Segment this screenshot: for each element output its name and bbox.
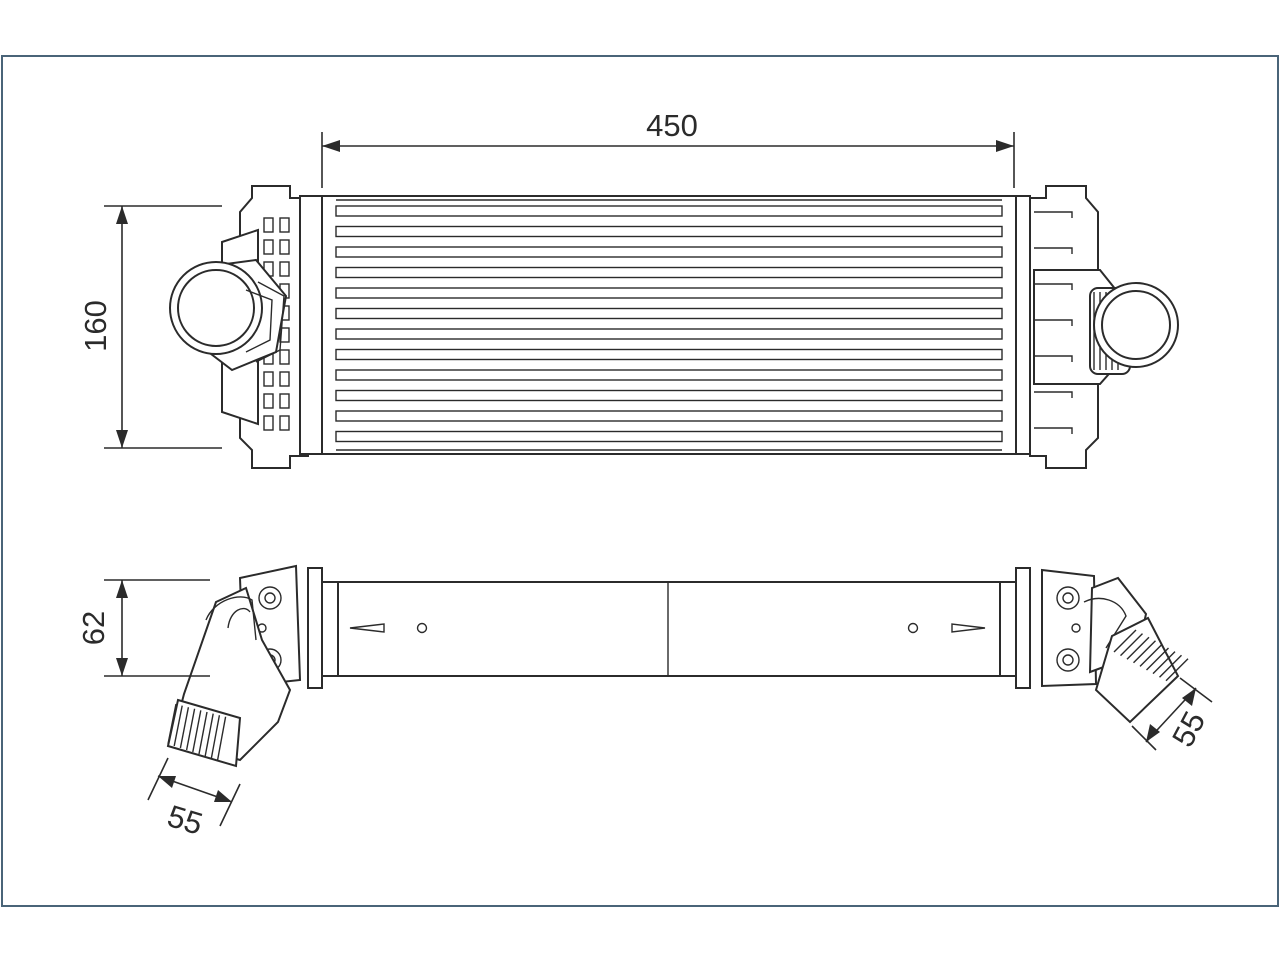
right-tank-slots bbox=[1034, 211, 1073, 434]
dimension-height-label: 160 bbox=[78, 300, 113, 352]
left-pipe-end bbox=[169, 258, 288, 372]
dimension-62: 62 bbox=[76, 579, 210, 677]
dimension-450: 450 bbox=[321, 108, 1015, 188]
side-core bbox=[335, 581, 1013, 677]
side-left-tank bbox=[166, 564, 339, 768]
dimension-depth-label: 62 bbox=[76, 611, 111, 645]
core-outline bbox=[321, 195, 1017, 455]
drawing-frame bbox=[1, 55, 1279, 907]
side-right-tank bbox=[999, 567, 1189, 724]
dimension-160: 160 bbox=[78, 205, 222, 449]
top-view bbox=[169, 185, 1179, 469]
right-pipe-end bbox=[1089, 282, 1179, 375]
core-fins bbox=[335, 199, 1003, 451]
dimension-length-label: 450 bbox=[646, 108, 698, 143]
side-view bbox=[166, 564, 1189, 768]
